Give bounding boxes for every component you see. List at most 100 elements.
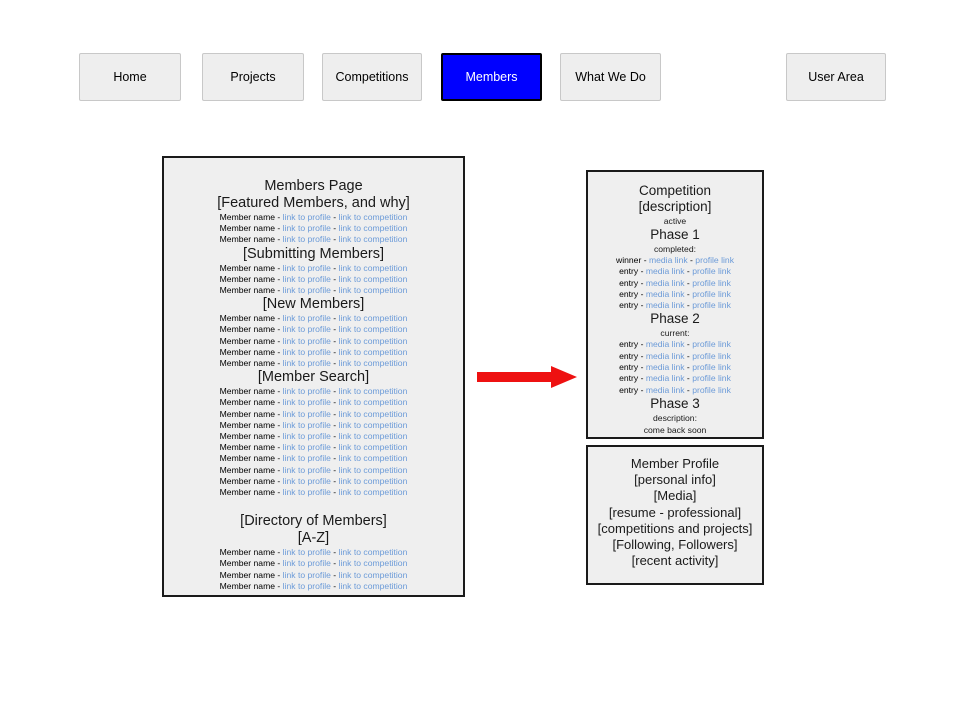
separator: - [330, 273, 339, 284]
competition-link[interactable]: link to competition [338, 464, 408, 475]
nav-tab-home[interactable]: Home [79, 53, 181, 101]
profile-link[interactable]: link to profile [282, 313, 331, 324]
member-row: Member name - link to profile - link to … [164, 558, 463, 569]
member-name: Member name [219, 419, 276, 430]
profile-link[interactable]: link to profile [282, 358, 331, 369]
profile-link[interactable]: link to profile [282, 273, 331, 284]
profile-link[interactable]: profile link [692, 362, 731, 373]
separator: - [684, 384, 693, 395]
competition-link[interactable]: link to competition [338, 547, 408, 558]
profile-link[interactable]: link to profile [282, 212, 331, 222]
profile-link[interactable]: profile link [692, 288, 731, 299]
separator: - [330, 453, 339, 464]
profile-link[interactable]: link to profile [282, 453, 331, 464]
competition-link[interactable]: link to competition [338, 475, 408, 486]
competition-link[interactable]: link to competition [338, 386, 408, 397]
competition-link[interactable]: link to competition [338, 234, 408, 245]
member-row: Member name - link to profile - link to … [164, 223, 463, 234]
profile-link[interactable]: link to profile [282, 397, 331, 408]
separator: - [275, 346, 283, 357]
profile-link[interactable]: link to profile [282, 223, 331, 234]
competition-link[interactable]: link to competition [338, 408, 408, 419]
section-heading: [New Members] [262, 296, 365, 313]
competition-link[interactable]: link to competition [338, 212, 408, 222]
competition-link[interactable]: link to competition [338, 442, 408, 453]
nav-tab-projects[interactable]: Projects [202, 53, 304, 101]
competition-link[interactable]: link to competition [338, 346, 408, 357]
profile-link[interactable]: profile link [692, 339, 731, 350]
profile-link[interactable]: profile link [692, 373, 731, 384]
competition-link[interactable]: link to competition [338, 580, 408, 591]
members-sections: [Featured Members, and why]Member name -… [164, 195, 463, 592]
section-heading: [Submitting Members] [242, 245, 385, 262]
media-link[interactable]: media link [645, 362, 685, 373]
media-link[interactable]: media link [645, 277, 685, 288]
separator: - [275, 397, 283, 408]
profile-link[interactable]: link to profile [282, 408, 331, 419]
member-name: Member name [219, 580, 276, 591]
nav-tab-members[interactable]: Members [441, 53, 542, 101]
competition-link[interactable]: link to competition [338, 569, 408, 580]
competition-link[interactable]: link to competition [338, 431, 408, 442]
competition-link[interactable]: link to competition [338, 397, 408, 408]
separator: - [330, 285, 339, 296]
profile-link[interactable]: link to profile [282, 558, 331, 569]
profile-link[interactable]: profile link [695, 255, 734, 265]
profile-link[interactable]: link to profile [282, 487, 331, 498]
competition-title: Competition [638, 183, 712, 198]
nav-tab-competitions[interactable]: Competitions [322, 53, 422, 101]
profile-link[interactable]: link to profile [282, 442, 331, 453]
competition-link[interactable]: link to competition [338, 262, 408, 273]
profile-link[interactable]: profile link [692, 300, 731, 311]
profile-link[interactable]: link to profile [282, 324, 331, 335]
competition-link[interactable]: link to competition [338, 223, 408, 234]
profile-link[interactable]: profile link [692, 350, 731, 361]
profile-link[interactable]: link to profile [282, 580, 331, 591]
media-link[interactable]: media link [645, 339, 685, 350]
media-link[interactable]: media link [645, 373, 685, 384]
competition-link[interactable]: link to competition [338, 487, 408, 498]
profile-link[interactable]: profile link [692, 384, 731, 395]
competition-link[interactable]: link to competition [338, 313, 408, 324]
media-link[interactable]: media link [645, 300, 685, 311]
competition-link[interactable]: link to competition [338, 358, 408, 369]
competition-link[interactable]: link to competition [338, 335, 408, 346]
media-link[interactable]: media link [645, 384, 685, 395]
profile-line: [Following, Followers] [612, 537, 738, 553]
profile-link[interactable]: profile link [692, 277, 731, 288]
competition-link[interactable]: link to competition [338, 419, 408, 430]
profile-link[interactable]: link to profile [282, 386, 331, 397]
separator: - [330, 547, 339, 558]
media-link[interactable]: media link [648, 255, 688, 265]
competition-link[interactable]: link to competition [338, 273, 408, 284]
member-row: Member name - link to profile - link to … [164, 476, 463, 487]
media-link[interactable]: media link [645, 266, 685, 277]
separator: - [275, 273, 283, 284]
media-link[interactable]: media link [645, 350, 685, 361]
profile-link[interactable]: link to profile [282, 285, 331, 296]
profile-link[interactable]: link to profile [282, 475, 331, 486]
profile-link[interactable]: profile link [692, 266, 731, 277]
member-name: Member name [219, 487, 276, 498]
member-name: Member name [219, 475, 276, 486]
member-name: Member name [219, 346, 276, 357]
profile-link[interactable]: link to profile [282, 346, 331, 357]
profile-link[interactable]: link to profile [282, 234, 331, 245]
profile-link[interactable]: link to profile [282, 547, 331, 558]
separator: - [687, 255, 696, 265]
profile-link[interactable]: link to profile [282, 335, 331, 346]
separator: - [275, 419, 283, 430]
media-link[interactable]: media link [645, 288, 685, 299]
competition-link[interactable]: link to competition [338, 324, 408, 335]
profile-link[interactable]: link to profile [282, 431, 331, 442]
competition-link[interactable]: link to competition [338, 558, 408, 569]
profile-link[interactable]: link to profile [282, 262, 331, 273]
profile-link[interactable]: link to profile [282, 419, 331, 430]
member-name: Member name [219, 386, 276, 397]
competition-link[interactable]: link to competition [338, 285, 408, 296]
profile-link[interactable]: link to profile [282, 464, 331, 475]
nav-tab-user-area[interactable]: User Area [786, 53, 886, 101]
nav-tab-what-we-do[interactable]: What We Do [560, 53, 661, 101]
profile-link[interactable]: link to profile [282, 569, 331, 580]
competition-link[interactable]: link to competition [338, 453, 408, 464]
